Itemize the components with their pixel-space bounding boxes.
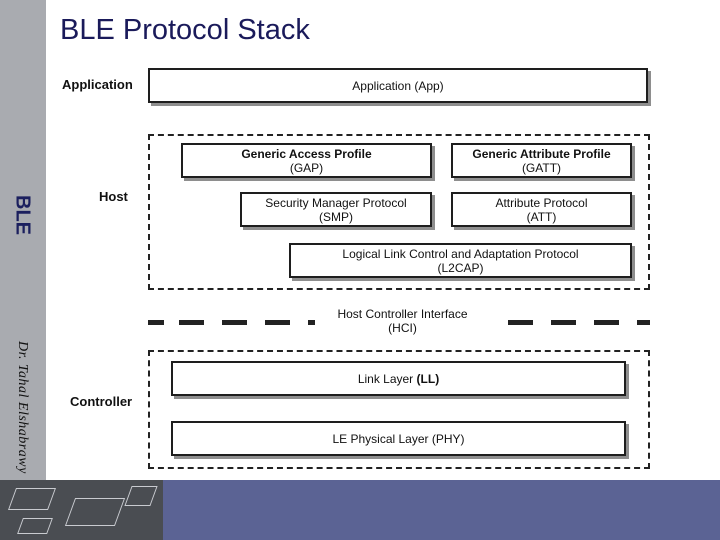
chip-shape [17,518,53,534]
l2cap-box: Logical Link Control and Adaptation Prot… [289,243,632,278]
gatt-abbr: (GATT) [521,160,562,175]
author-side-label: Dr. Tahal Elshabrawy [15,341,30,474]
hci-label: Host Controller Interface (HCI) [315,307,490,335]
chip-shape [7,488,57,510]
link-layer-abbr: (LL) [416,371,440,386]
smp-name: Security Manager Protocol [265,195,407,210]
gatt-box: Generic Attribute Profile (GATT) [451,143,632,178]
hci-abbr: (HCI) [388,321,417,335]
physical-layer-label: LE Physical Layer (PHY) [332,432,464,446]
link-layer-name: Link Layer [357,371,414,386]
hci-dash [179,320,204,325]
ble-side-label: BLE [11,195,34,235]
gap-abbr: (GAP) [289,160,324,175]
host-row-label: Host [99,189,128,204]
application-box-label: Application (App) [352,78,444,93]
circuit-board-image [0,480,163,540]
physical-layer-abbr: (PHY) [431,431,465,446]
left-sidebar [0,0,46,480]
hci-dash [637,320,650,325]
smp-box: Security Manager Protocol (SMP) [240,192,432,227]
hci-dash [222,320,247,325]
application-row-label: Application [62,77,133,92]
l2cap-name: Logical Link Control and Adaptation Prot… [342,246,579,261]
hci-dash [594,320,619,325]
gap-name: Generic Access Profile [241,146,372,161]
att-abbr: (ATT) [526,209,557,224]
slide-title: BLE Protocol Stack [60,14,310,46]
hci-dash [308,320,317,325]
hci-dash [551,320,576,325]
hci-dash [148,320,164,325]
link-layer-box: Link Layer (LL) [171,361,626,396]
controller-row-label: Controller [70,394,133,409]
smp-abbr: (SMP) [319,209,353,224]
hci-dash [265,320,290,325]
hci-dash [508,320,533,325]
att-box: Attribute Protocol (ATT) [451,192,632,227]
gatt-name: Generic Attribute Profile [472,146,611,161]
physical-layer-name: LE Physical Layer [332,431,429,446]
hci-name: Host Controller Interface [337,307,468,321]
chip-shape [64,498,126,526]
host-group [148,134,650,290]
gap-box: Generic Access Profile (GAP) [181,143,432,178]
l2cap-abbr: (L2CAP) [437,260,484,275]
att-name: Attribute Protocol [495,195,588,210]
controller-group [148,350,650,469]
application-box: Application (App) [148,68,648,103]
chip-shape [124,486,158,506]
link-layer-label: Link Layer (LL) [358,372,439,386]
physical-layer-box: LE Physical Layer (PHY) [171,421,626,456]
